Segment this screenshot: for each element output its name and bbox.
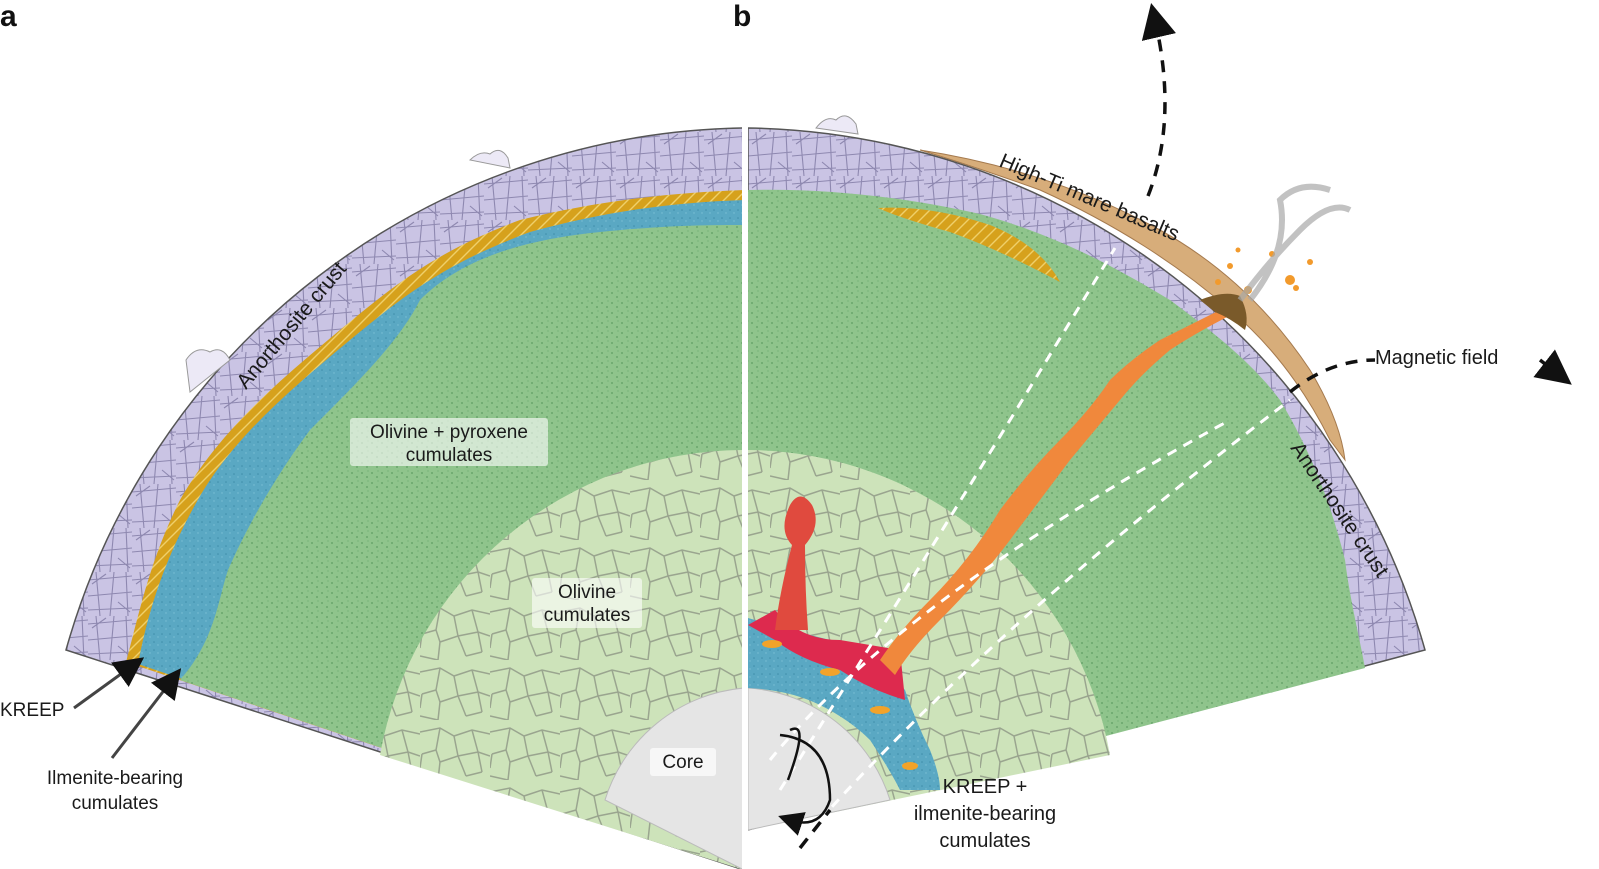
- smoke-plume: [1237, 183, 1352, 302]
- kreep-ilmenite-label-1: KREEP +: [943, 776, 1028, 798]
- olivine-label-2: cumulates: [544, 605, 631, 626]
- panel-letter-b: b: [733, 0, 751, 33]
- high-ti-basalt-layer: [919, 149, 1346, 462]
- kreep-ilmenite-label-3: cumulates: [939, 830, 1030, 852]
- magnetic-field-lines: [768, 247, 1291, 822]
- surface-bump-a1: [468, 149, 511, 169]
- kreep-arrow: [73, 657, 145, 710]
- olivine-pyroxene-label-bg: [350, 418, 548, 466]
- vent: [1200, 293, 1247, 330]
- red-plume-base: [748, 610, 905, 700]
- kreep-lens-b: [878, 207, 1060, 282]
- ilmenite-grain-3: [870, 706, 890, 714]
- ilmenite-grain-4: [902, 762, 918, 770]
- surface-bump-b: [815, 115, 859, 135]
- core-a: [604, 687, 742, 869]
- core-label: Core: [662, 752, 703, 773]
- kreep-ilmenite-label-2: ilmenite-bearing: [914, 803, 1056, 825]
- core-b: [748, 687, 891, 831]
- ilmenite-label-2: cumulates: [72, 793, 159, 814]
- magnetic-field-arrows: [798, 2, 1572, 850]
- core-label-bg: [650, 748, 716, 776]
- ilmenite-arrow: [110, 668, 182, 759]
- ilmenite-grain-1: [762, 640, 782, 648]
- olivine-pyroxene-label-2: cumulates: [406, 445, 493, 466]
- mushroom-plume: [775, 496, 816, 630]
- panel-letter-a: a: [0, 0, 17, 33]
- surface-bump-a2: [185, 349, 231, 393]
- olivine-pyroxene-label-1: Olivine + pyroxene: [370, 422, 528, 443]
- rotation-arrow: [780, 727, 832, 823]
- ilmenite-grain-2: [820, 668, 840, 676]
- olivine-label-bg: [532, 578, 642, 628]
- ilmenite-label-1: Ilmenite-bearing: [47, 768, 183, 789]
- magnetic-field-label: Magnetic field: [1375, 347, 1498, 369]
- panel-divider: [742, 125, 748, 835]
- kreep-label-a: KREEP: [0, 700, 64, 721]
- kreep-ilmenite-blob-b: [748, 618, 940, 790]
- olivine-label-1: Olivine: [558, 582, 616, 603]
- panel-a: [65, 127, 742, 869]
